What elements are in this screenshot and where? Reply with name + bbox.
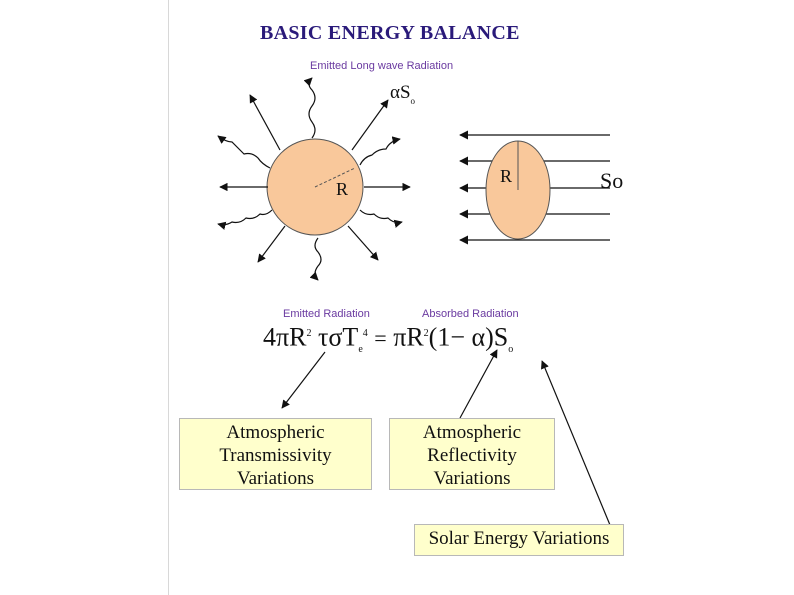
solar-constant-label: So bbox=[600, 168, 623, 194]
transmissivity-box: Atmospheric Transmissivity Variations bbox=[179, 418, 372, 490]
transmissivity-line-3: Variations bbox=[180, 467, 371, 490]
reflectivity-box: Atmospheric Reflectivity Variations bbox=[389, 418, 555, 490]
solar-energy-box: Solar Energy Variations bbox=[414, 524, 624, 556]
earth-radius-label: R bbox=[336, 179, 348, 200]
solar-energy-label: Solar Energy Variations bbox=[415, 525, 623, 553]
reflectivity-line-1: Atmospheric bbox=[390, 421, 554, 444]
energy-balance-equation: 4πR2 τσTe4 = πR2(1− α)So bbox=[263, 318, 513, 366]
transmissivity-line-1: Atmospheric bbox=[180, 421, 371, 444]
reflectivity-line-3: Variations bbox=[390, 467, 554, 490]
disc-radius-label: R bbox=[500, 166, 512, 187]
transmissivity-line-2: Transmissivity bbox=[180, 444, 371, 467]
reflectivity-line-2: Reflectivity bbox=[390, 444, 554, 467]
